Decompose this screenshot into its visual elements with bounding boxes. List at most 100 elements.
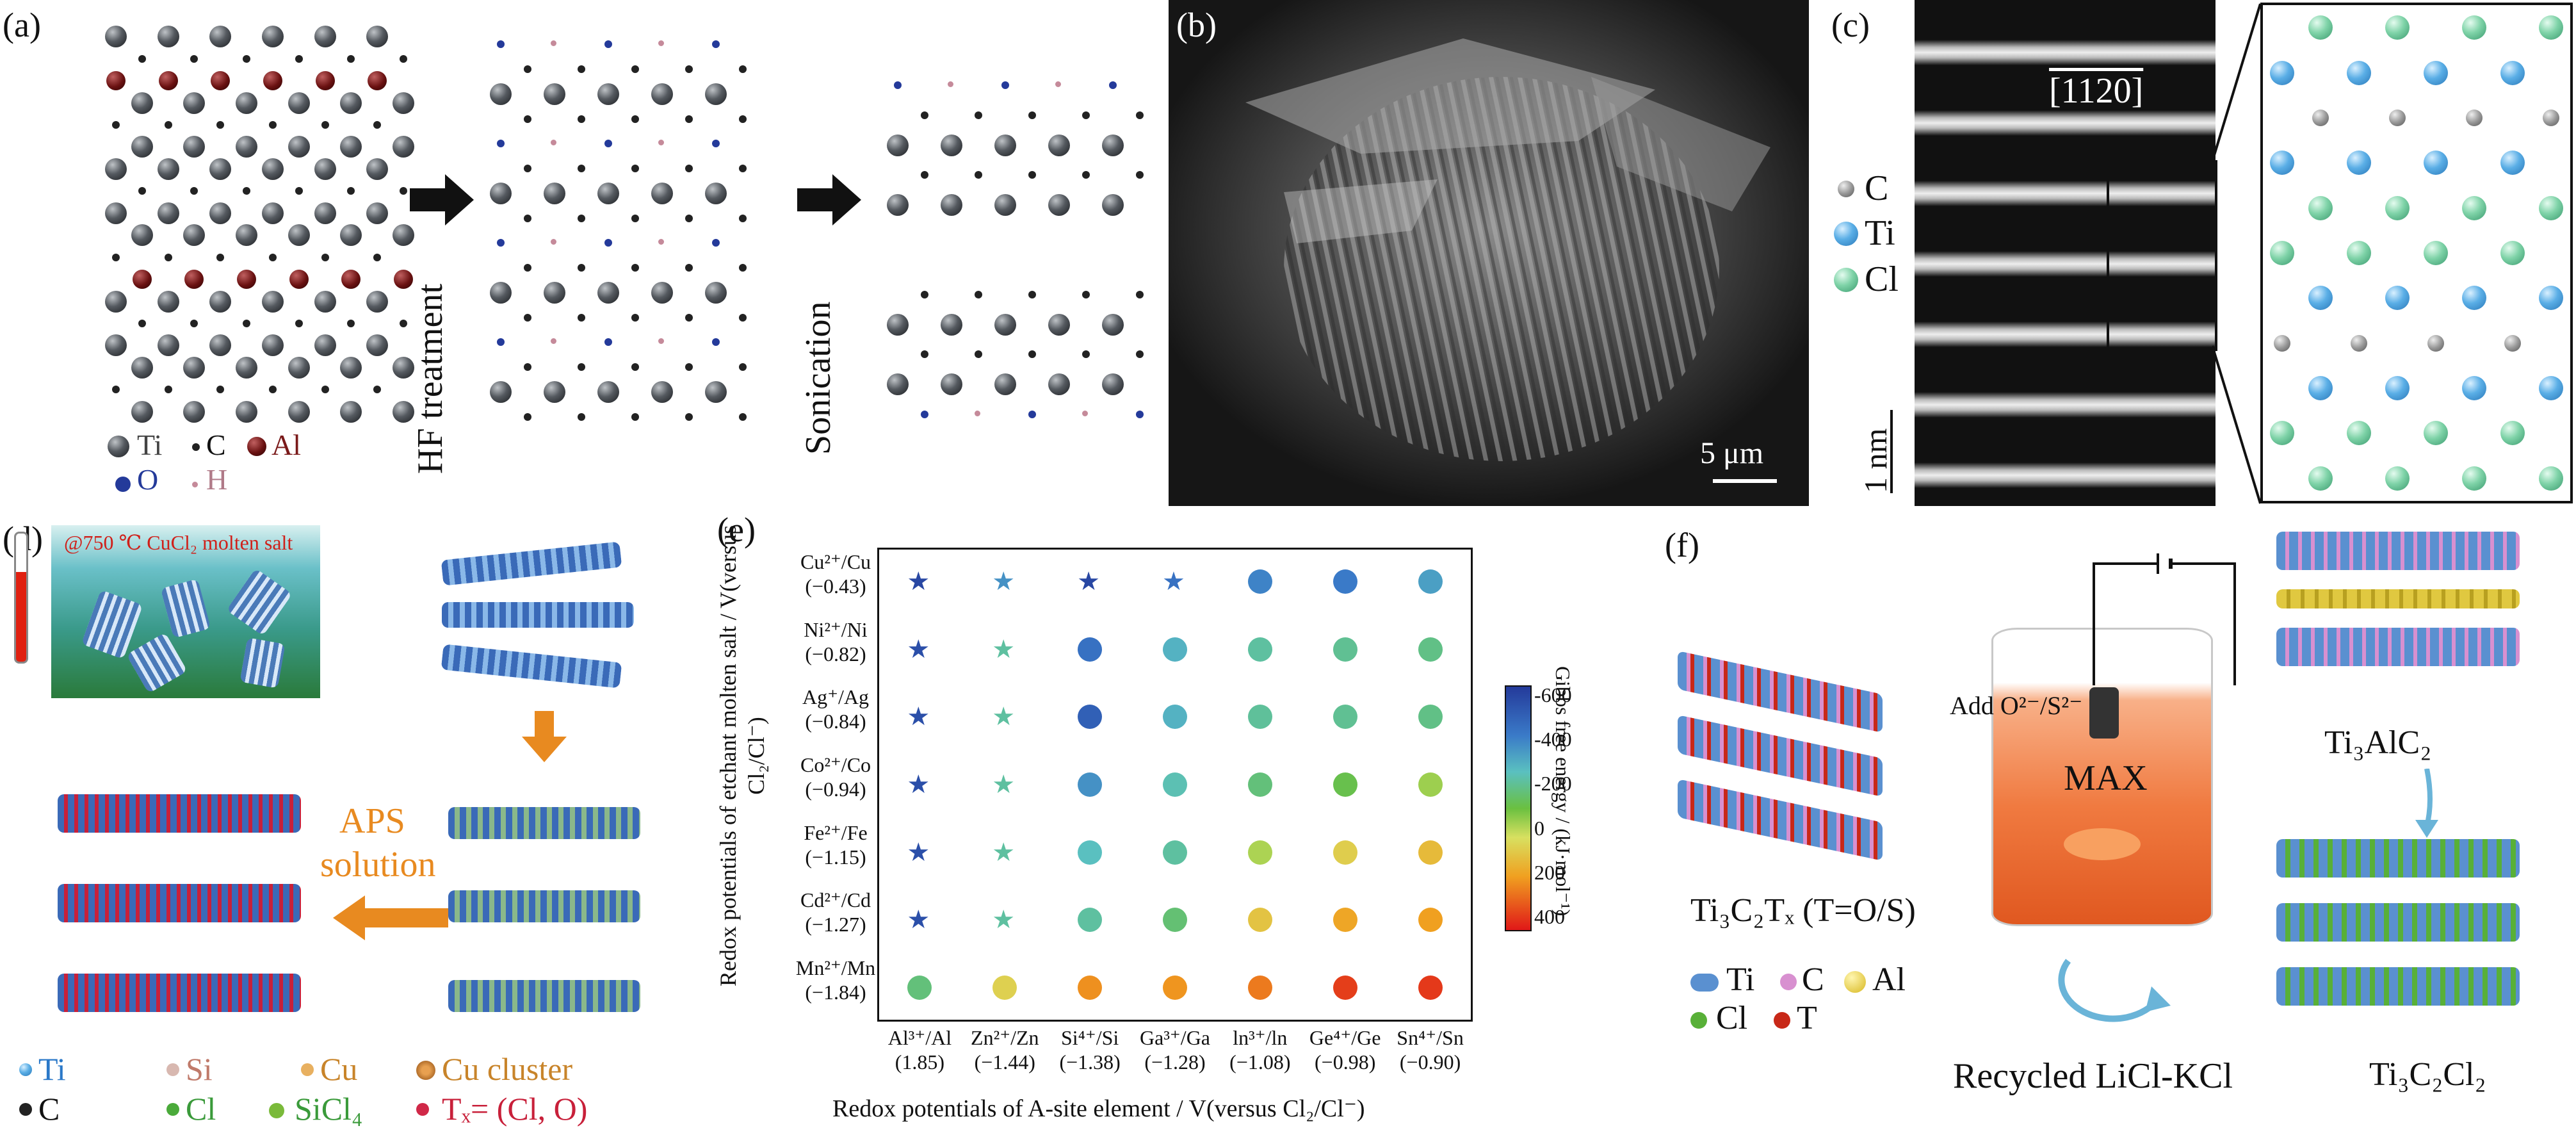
o-atom <box>712 40 720 49</box>
big-atom <box>941 194 962 216</box>
big-atom <box>157 158 179 180</box>
big-atom <box>131 400 153 423</box>
small-atom <box>190 320 198 327</box>
big-atom <box>366 334 389 357</box>
small-atom <box>216 386 225 394</box>
o-atom <box>712 239 720 247</box>
big-atom <box>597 281 619 304</box>
x-tick-potential: (−0.90) <box>1399 1050 1461 1074</box>
sheet <box>441 644 622 689</box>
cl-atom <box>2308 15 2333 40</box>
legend-d-ti: Ti <box>38 1051 66 1087</box>
cycle-arrows <box>2058 958 2171 1022</box>
big-atom <box>651 182 673 204</box>
x-tick-couple: Si⁴⁺/Si <box>1060 1026 1119 1049</box>
small-atom <box>739 65 747 74</box>
cl-atom <box>2424 241 2448 265</box>
arrow-sonication <box>797 174 861 225</box>
o-atom <box>497 140 505 148</box>
thermometer-icon <box>14 532 28 664</box>
cl-atom <box>2500 241 2525 265</box>
ti3alc2-model <box>2276 532 2532 724</box>
small-atom <box>921 291 928 298</box>
legend-f-ti: Ti <box>1726 961 1755 998</box>
small-atom <box>524 115 531 123</box>
big-atom <box>705 380 727 403</box>
small-atom <box>111 121 120 129</box>
stack-1 <box>81 589 143 660</box>
scale-bar-c-text: 1 nm <box>1858 428 1893 493</box>
add-ion-label: Add O²⁻/S²⁻ <box>1950 691 2083 720</box>
legend-d-cl: Cl <box>186 1091 216 1127</box>
big-atom <box>104 290 127 313</box>
small-atom <box>685 264 693 272</box>
legend-f-t: T <box>1797 1000 1817 1036</box>
cl-atom <box>2462 466 2486 491</box>
small-atom <box>578 214 585 222</box>
x-tick-potential: (−1.38) <box>1059 1050 1121 1074</box>
c-atom <box>2274 334 2290 352</box>
al-atom-icon <box>247 437 266 456</box>
small-atom <box>373 121 382 129</box>
big-atom <box>183 400 206 423</box>
ti3c2cl2-label: Ti₃C₂Cl₂ <box>2369 1056 2486 1093</box>
big-atom <box>1102 373 1124 395</box>
legend-a-h: H <box>206 463 228 496</box>
small-atom <box>685 363 693 372</box>
big-atom <box>209 202 232 224</box>
big-atom <box>490 83 512 105</box>
small-atom <box>216 121 225 129</box>
big-atom <box>183 92 206 114</box>
big-atom <box>131 136 153 158</box>
ti-atom <box>2385 376 2410 401</box>
small-atom <box>295 187 303 195</box>
x-tick-label: Si⁴⁺/Si(−1.38) <box>1045 1025 1135 1074</box>
x-tick-couple: Ge⁴⁺/Ge <box>1309 1026 1381 1049</box>
colorbar-tick-label: 400 <box>1534 904 1565 928</box>
legend-d-cu-cluster: Cu cluster <box>442 1051 573 1087</box>
small-atom <box>111 386 120 394</box>
o-atom <box>712 140 720 148</box>
big-atom <box>597 182 619 204</box>
left-arrow-d <box>333 895 448 940</box>
y-tick-couple: Ni²⁺/Ni <box>804 617 868 641</box>
big-atom <box>941 373 962 395</box>
sheet <box>2276 967 2520 1006</box>
big-atom <box>261 158 284 180</box>
big-atom <box>314 202 336 224</box>
aps-label-line2: solution <box>320 845 436 885</box>
colorbar-label: Gibbs free energy / (kJ·mol⁻¹) <box>1551 666 1575 917</box>
panel-c-label: (c) <box>1831 6 1870 44</box>
al-atom <box>315 71 335 91</box>
sheet <box>448 980 640 1012</box>
cl-atom <box>2462 195 2486 220</box>
small-atom <box>685 165 693 173</box>
stack-2 <box>160 578 211 639</box>
small-atom <box>975 111 982 119</box>
cl-atom <box>2385 466 2410 491</box>
big-atom <box>314 290 336 313</box>
big-atom <box>104 26 127 48</box>
small-atom <box>1082 171 1090 179</box>
ti-atom <box>2462 286 2486 311</box>
y-tick-potential: (−0.82) <box>805 642 866 665</box>
y-tick-couple: Cd²⁺/Cd <box>800 888 871 912</box>
sem-texture <box>1169 0 1809 506</box>
o-atom <box>604 140 612 148</box>
al-atom <box>237 270 256 290</box>
arrow-hf <box>410 174 474 225</box>
stem-inset-box <box>2107 160 2217 351</box>
y-tick-label: Fe²⁺/Fe(−1.15) <box>794 821 877 869</box>
ti-atom <box>2539 376 2563 401</box>
multilayer-mxene-lattice <box>474 32 747 429</box>
big-atom <box>393 136 414 158</box>
small-atom <box>268 386 277 394</box>
heatmap-xlabel: Redox potentials of A-site element / V(v… <box>832 1095 1365 1122</box>
o-atom <box>497 239 505 247</box>
legend-d-cu: Cu <box>320 1051 358 1087</box>
big-atom <box>393 92 414 114</box>
small-atom <box>524 65 531 74</box>
big-atom <box>209 334 232 357</box>
big-atom <box>366 290 389 313</box>
big-atom <box>288 356 310 379</box>
